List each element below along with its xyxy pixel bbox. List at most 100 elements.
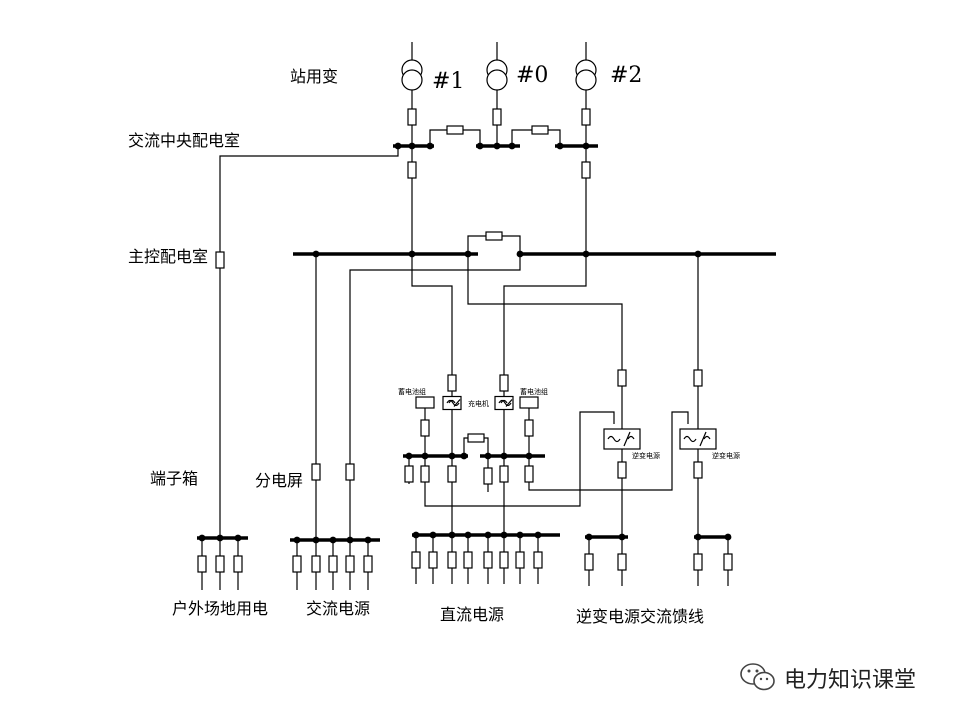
junction-node	[694, 250, 702, 258]
junction-node	[582, 250, 590, 258]
transformer-0-label: #0	[516, 63, 548, 88]
junction-node	[464, 250, 472, 258]
junction-node	[234, 534, 242, 542]
station-transformer-label: 站用变	[290, 67, 338, 86]
transformer-winding	[401, 69, 423, 91]
switch-symbol	[215, 251, 225, 269]
charger-right	[494, 395, 514, 411]
sub-panel-label: 分电屏	[255, 471, 303, 490]
switch-symbol	[485, 231, 503, 241]
switch-symbol	[617, 461, 627, 479]
junction-node	[312, 250, 320, 258]
switch-symbol	[524, 419, 534, 437]
switch-symbol	[693, 369, 703, 387]
switch-symbol	[463, 551, 473, 569]
terminal-box-label: 端子箱	[150, 469, 198, 488]
switch-symbol	[420, 465, 430, 483]
main-control-room-label: 主控配电室	[128, 247, 208, 266]
switch-symbol	[467, 433, 485, 443]
switch-symbol	[197, 555, 207, 573]
switch-symbol	[531, 125, 549, 135]
charger-left-wave2	[448, 399, 456, 404]
junction-node	[408, 250, 416, 258]
transformer-winding	[575, 69, 597, 91]
switch-symbol	[233, 555, 243, 573]
outdoor-power-label: 户外场地用电	[172, 599, 268, 618]
switch-symbol	[311, 463, 321, 481]
junction-node	[312, 536, 320, 544]
switch-symbol	[407, 161, 417, 179]
switch-symbol	[446, 125, 464, 135]
battery-left-label: 蓄电池组	[398, 387, 426, 396]
wire	[503, 254, 587, 456]
wire	[467, 254, 623, 540]
inverter-right-wave	[683, 435, 697, 443]
switch-symbol	[345, 555, 355, 573]
wire	[411, 254, 453, 456]
wire	[528, 411, 689, 491]
battery-right	[519, 396, 539, 409]
watermark: 电力知识课堂	[736, 660, 936, 700]
charger-right-wave2	[500, 399, 508, 404]
junction-node	[516, 250, 524, 258]
ac-power-label: 交流电源	[306, 599, 370, 618]
nodes	[198, 142, 732, 544]
wechat-icon	[740, 663, 775, 691]
inverter-left-label: 逆变电源	[632, 451, 660, 460]
junction-node	[364, 536, 372, 544]
charger-right-wave	[498, 399, 512, 407]
switch-symbol	[617, 369, 627, 387]
switch-symbol	[363, 555, 373, 573]
junction-node	[346, 536, 354, 544]
junction-node	[585, 533, 593, 541]
components	[197, 108, 733, 573]
inverter-left-slash	[623, 431, 631, 447]
ac-central-room-label: 交流中央配电室	[128, 131, 240, 150]
switch-symbol	[584, 553, 594, 571]
junction-node	[534, 531, 542, 539]
wires	[201, 90, 729, 590]
switch-symbol	[328, 555, 338, 573]
switch-symbol	[411, 551, 421, 569]
junction-node	[448, 452, 456, 460]
switch-symbol	[345, 463, 355, 481]
inverter-right	[679, 428, 717, 450]
inverter-right-label: 逆变电源	[712, 451, 740, 460]
switch-symbol	[515, 551, 525, 569]
charger-right-slash	[505, 399, 513, 407]
junction-node	[329, 536, 337, 544]
inverter-left-wave2	[627, 435, 635, 440]
junction-node	[421, 452, 429, 460]
junction-node	[484, 452, 492, 460]
junction-node	[198, 534, 206, 542]
junction-node	[460, 452, 468, 460]
dc-power-label: 直流电源	[440, 605, 504, 624]
junction-node	[724, 533, 732, 541]
junction-node	[394, 142, 402, 150]
junction-node	[408, 142, 416, 150]
switch-symbol	[499, 374, 509, 392]
wire	[424, 411, 615, 507]
switch-symbol	[483, 467, 493, 485]
junction-node	[516, 531, 524, 539]
junction-node	[508, 142, 516, 150]
switch-symbol	[215, 555, 225, 573]
charger-left-slash	[453, 399, 461, 407]
junction-node	[426, 142, 434, 150]
switch-symbol	[407, 108, 417, 126]
junction-node	[618, 533, 626, 541]
switch-symbol	[581, 161, 591, 179]
switch-symbol	[311, 555, 321, 573]
switch-symbol	[693, 461, 703, 479]
switch-symbol	[499, 465, 509, 483]
junction-node	[293, 536, 301, 544]
junction-node	[500, 531, 508, 539]
transformer-1-label: #1	[432, 69, 464, 94]
junction-node	[216, 534, 224, 542]
inverter-right-slash	[699, 431, 707, 447]
junction-node	[484, 531, 492, 539]
transformer-2-label: #2	[610, 63, 642, 88]
switch-symbol	[524, 465, 534, 483]
battery-left	[415, 396, 435, 409]
